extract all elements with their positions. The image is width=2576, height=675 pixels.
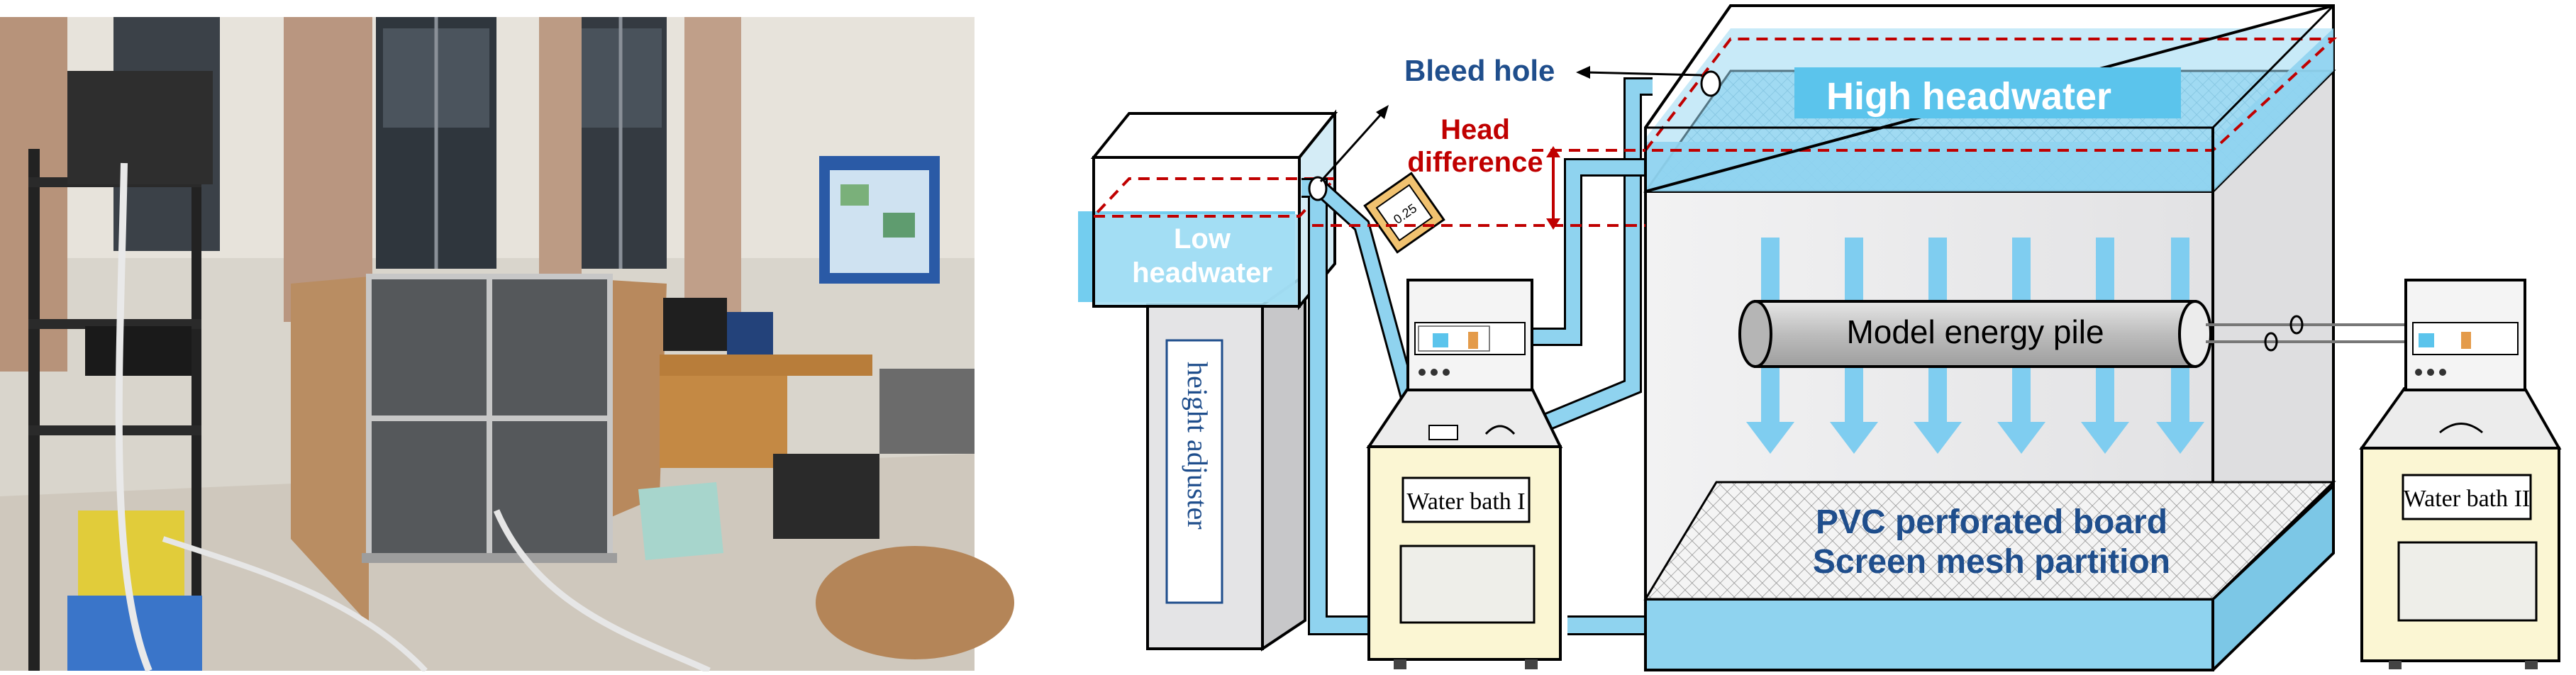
water-bath-1: Water bath I xyxy=(1366,279,1563,669)
lab-photo xyxy=(0,17,1014,674)
screen-mesh-label: Screen mesh partition xyxy=(1813,543,2170,581)
pipe-high-to-bath1 xyxy=(1514,77,1653,443)
experimental-tank xyxy=(291,274,667,624)
height-adjuster-label: height adjuster xyxy=(1182,362,1214,530)
head-difference-label-line2: difference xyxy=(1407,147,1543,178)
wall-poster xyxy=(819,156,940,284)
height-adjuster: height adjuster xyxy=(1146,272,1306,652)
water-bath-2-label: Water bath II xyxy=(2404,486,2531,512)
model-energy-pile-label: Model energy pile xyxy=(1846,313,2104,350)
water-bath-2: Water bath II xyxy=(2359,279,2562,669)
pressure-gauge: 0.25 xyxy=(1311,172,1445,437)
low-headwater-label-line2: headwater xyxy=(1132,257,1272,289)
head-difference: Head difference xyxy=(1312,114,1645,230)
bleed-hole-label: Bleed hole xyxy=(1404,54,1555,87)
high-headwater-label: High headwater xyxy=(1826,75,2111,118)
desk-equipment xyxy=(638,298,1014,659)
model-energy-pile: Model energy pile xyxy=(1738,300,2410,368)
pvc-board-label: PVC perforated board xyxy=(1816,503,2167,541)
head-difference-label-line1: Head xyxy=(1440,114,1510,145)
low-headwater-tank: Low headwater xyxy=(1078,109,1338,311)
bleed-hole: Bleed hole xyxy=(1308,54,1721,201)
low-headwater-label-line1: Low xyxy=(1174,223,1231,255)
water-bath-1-label: Water bath I xyxy=(1406,489,1525,515)
